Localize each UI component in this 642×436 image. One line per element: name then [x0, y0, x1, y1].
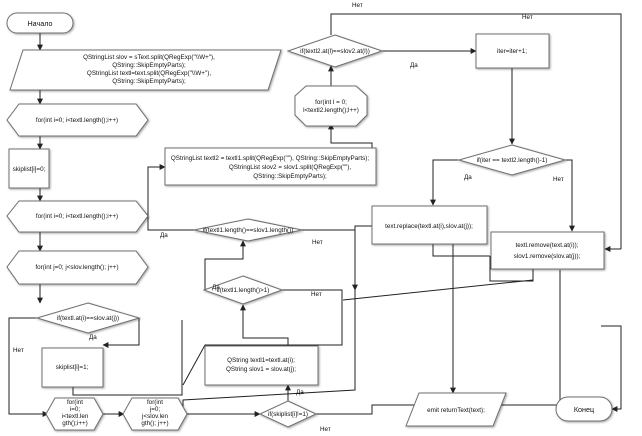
loop-for-i-1-label: for(int i=0; i<textl.length();i++) — [36, 117, 118, 124]
no-label-top-path: Нет — [522, 14, 533, 21]
connectors — [8, 13, 622, 417]
remove-line-1: textl.remove(text.at(i)); — [516, 242, 579, 249]
split-letters-line-1: QStringList textl2 = textl1.split(QRegEx… — [171, 155, 369, 162]
split-line-3: QStringList textl=text.split(QRegExp("\\… — [87, 70, 211, 77]
condition-text-equals-slov-label: if(textl.at(i)==slov.at(j)) — [57, 315, 119, 322]
loop-for-l-line-1: for(int l = 0; — [315, 99, 347, 106]
skiplist-one-label: skiplist[i]=1; — [56, 364, 89, 371]
condition-skiplist-label: if(skiplist[i]!=1) — [268, 411, 308, 418]
split-letters-line-3: QString::SkipEmptyParts); — [253, 173, 327, 180]
emit-output-block: emit returnText(text); — [405, 392, 507, 427]
no-label-cond-lens-eq: Нет — [312, 239, 323, 246]
condition-skiplist: if(skiplist[i]!=1) — [258, 400, 318, 428]
loop-for-l: for(int l = 0; l<textl2.length();l++) — [294, 85, 368, 127]
loop-for-i-1: for(int i=0; i<textl.length();i++) — [6, 103, 149, 137]
start-label: Начало — [27, 19, 52, 28]
yes-label-cond-skip: Да — [296, 389, 304, 396]
yes-label-cond-len: Да — [212, 284, 220, 291]
no-label-cond-iter: Нет — [553, 176, 564, 183]
remove-block: textl.remove(text.at(i)); slov1.remove(s… — [490, 231, 605, 270]
loop-for-l-line-2: l<textl2.length();l++) — [303, 107, 359, 114]
assign-strings-block: QString textl1=textl.at(i); QString slov… — [204, 345, 319, 386]
loop-for-j-2-line-2: j=0; — [149, 406, 161, 413]
condition-letters-equal: if(textl2.at(l)==slov2.at(l)) — [286, 34, 384, 68]
loop-for-j-1: for(int j=0; j<slov.length(); j++) — [6, 250, 149, 285]
no-label-cond-eq: Нет — [13, 347, 24, 354]
loop-for-i-3: for(int i=0; i<textl.len gth();i++) — [45, 397, 104, 431]
loop-for-j-2-line-3: j<slov.len — [141, 413, 168, 420]
split-line-1: QStringList slov = sText.split(QRegExp("… — [83, 54, 215, 61]
loop-for-i-3-line-2: i=0; — [70, 406, 81, 413]
assign-line-2: QString slov1 = slov.at(j); — [226, 366, 296, 373]
start-terminal: Начало — [6, 12, 74, 34]
split-line-4: QString::SkipEmptyParts); — [112, 78, 186, 85]
emit-label: emit returnText(text); — [427, 407, 485, 414]
condition-lengths-equal: if(textl1.length()==slov1.length()) — [193, 218, 303, 242]
loop-for-i-2: for(int i=0; i<textl.length();i++) — [6, 200, 149, 233]
loop-for-i-2-label: for(int i=0; i<textl.length();i++) — [36, 213, 118, 220]
split-letters-line-2: QStringList slov2 = slov1.split(QRegExp(… — [229, 164, 351, 171]
branch-labels: Нет Да Нет Да Да Нет Да Нет Нет Да Нет Д… — [13, 2, 564, 433]
condition-iter-equals-label: if(iter == textl2.length()-1) — [477, 157, 548, 164]
loop-for-j-2-line-1: for(int — [147, 399, 163, 406]
no-label-cond-skip: Нет — [320, 426, 331, 433]
split-letters-block: QStringList textl2 = textl1.split(QRegEx… — [164, 147, 377, 186]
loop-for-j-2: for(int j=0; j<slov.len gth(); j++) — [122, 397, 188, 431]
remove-line-2: slov1.remove(slov.at(j)); — [514, 253, 581, 260]
iter-increment-label: iter=iter+1; — [497, 48, 527, 55]
loop-for-j-1-label: for(int j=0; j<slov.length(); j++) — [35, 264, 118, 271]
split-input-block: QStringList slov = sText.split(QRegExp("… — [9, 49, 282, 91]
condition-length-gt-1-label: if(textl1.length()>1) — [217, 287, 270, 294]
condition-letters-equal-label: if(textl2.at(l)==slov2.at(l)) — [300, 48, 370, 55]
loop-for-i-3-line-3: i<textl.len — [62, 413, 89, 420]
split-line-2: QString::SkipEmptyParts); — [112, 62, 186, 69]
no-label-cond-l: Нет — [352, 2, 363, 9]
end-label: Конец — [574, 405, 594, 414]
skiplist-one-block: skiplist[i]=1; — [41, 347, 104, 388]
condition-length-gt-1: if(textl1.length()>1) — [202, 275, 284, 305]
iter-increment-block: iter=iter+1; — [475, 33, 550, 69]
replace-block: text.replace(textl.at(i),slov.at(j)); — [371, 205, 488, 245]
yes-label-cond-eq: Да — [89, 334, 97, 341]
assign-line-1: QString textl1=textl.at(i); — [227, 357, 295, 364]
no-label-cond-len: Нет — [311, 291, 322, 298]
loop-for-i-3-line-4: gth();i++) — [62, 420, 88, 427]
skiplist-zero-block: skiplist[i]=0; — [8, 148, 50, 189]
loop-for-j-2-line-4: gth(); j++) — [141, 420, 168, 427]
loop-for-i-3-line-1: for(int — [67, 399, 83, 406]
skiplist-zero-label: skiplist[i]=0; — [13, 166, 46, 173]
replace-label: text.replace(textl.at(i),slov.at(j)); — [385, 223, 473, 230]
condition-lengths-equal-label: if(textl1.length()==slov1.length()) — [203, 227, 294, 234]
end-terminal: Конец — [555, 396, 613, 422]
condition-iter-equals: if(iter == textl2.length()-1) — [457, 144, 567, 176]
yes-label-cond-l: Да — [410, 62, 418, 69]
condition-text-equals-slov: if(textl.at(i)==slov.at(j)) — [35, 302, 141, 334]
yes-label-cond-lens-eq: Да — [160, 232, 168, 239]
yes-label-cond-iter: Да — [464, 174, 472, 181]
